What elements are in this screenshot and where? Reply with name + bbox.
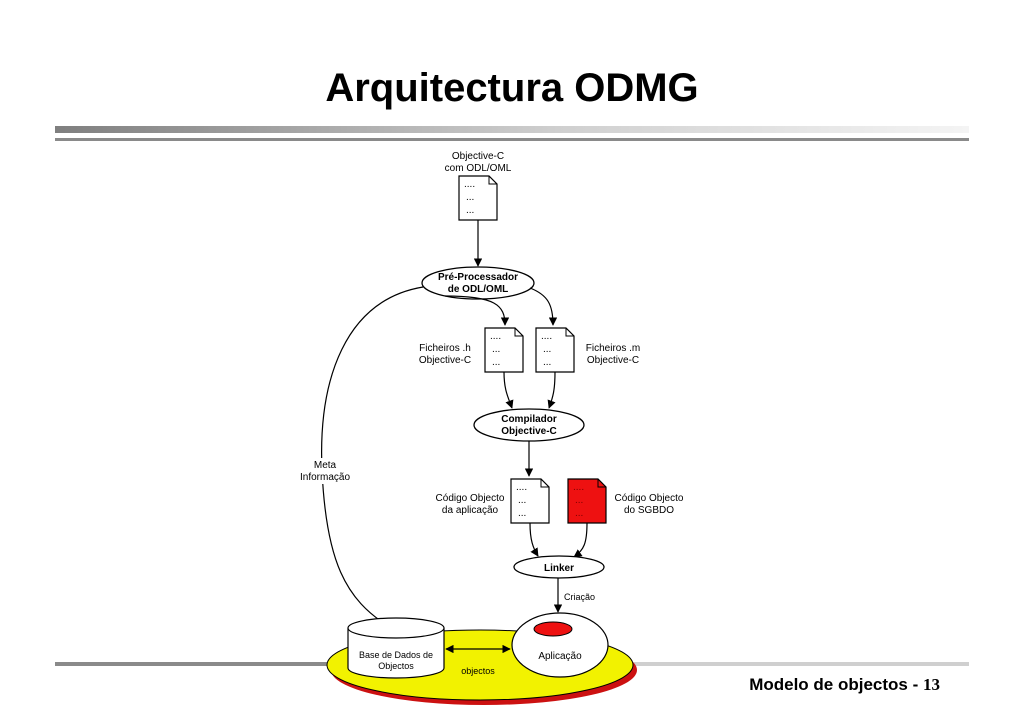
database-cylinder-icon <box>347 617 445 679</box>
svg-text:...: ... <box>492 357 500 368</box>
app-object-code-label-1: Código Objecto <box>436 493 505 504</box>
h-files-label-2: Objective-C <box>419 355 471 366</box>
m-files-label-2: Objective-C <box>587 355 639 366</box>
source-doc-label-1: Objective-C <box>452 151 504 162</box>
arrow-to-h-files <box>444 295 510 326</box>
arrow-m-to-compiler <box>547 371 556 409</box>
database-label-2: Objectos <box>378 661 414 671</box>
creation-label: Criação <box>564 592 595 602</box>
arrow-meta-information <box>321 286 424 628</box>
h-files-document-icon: .... ... ... <box>484 327 524 373</box>
page-number: 13 <box>923 675 940 694</box>
svg-text:....: .... <box>490 331 501 342</box>
footer-label: Modelo de objectos - <box>749 675 923 694</box>
svg-text:...: ... <box>575 508 583 519</box>
svg-text:...: ... <box>543 344 551 355</box>
dbms-object-code-label-2: do SGBDO <box>624 505 674 516</box>
doc-dots-1: .... <box>464 179 475 190</box>
svg-text:...: ... <box>492 344 500 355</box>
meta-label-bg <box>296 458 354 484</box>
app-object-code-label-2: da aplicação <box>442 505 499 516</box>
dbms-object-code-document-icon: .... ... ... <box>567 478 607 524</box>
svg-text:....: .... <box>541 331 552 342</box>
dbms-object-code-label-1: Código Objecto <box>615 493 684 504</box>
footer-rule <box>55 662 969 666</box>
objects-label: objectos <box>461 666 495 676</box>
svg-text:...: ... <box>575 495 583 506</box>
compiler-label-2: Objective-C <box>501 426 557 437</box>
svg-text:...: ... <box>518 508 526 519</box>
svg-text:....: .... <box>516 482 527 493</box>
linker-label: Linker <box>544 563 574 574</box>
m-files-document-icon: .... ... ... <box>535 327 575 373</box>
header-rule <box>55 126 969 141</box>
compiler-label-1: Compilador <box>501 414 557 425</box>
h-files-label-1: Ficheiros .h <box>419 343 471 354</box>
app-object-code-document-icon: .... ... ... <box>510 478 550 524</box>
preprocessor-node <box>421 266 535 300</box>
preprocessor-label-1: Pré-Processador <box>438 272 518 283</box>
arrow-h-to-compiler <box>503 371 514 409</box>
arrow-dbms-code-to-linker <box>573 522 588 558</box>
doc-dots-2: ... <box>466 192 474 203</box>
database-label-1: Base de Dados de <box>359 650 433 660</box>
linker-node <box>513 555 605 579</box>
arrow-to-m-files <box>529 287 558 326</box>
preprocessor-label-2: de ODL/OML <box>448 284 509 295</box>
footer: Modelo de objectos - 13 <box>749 675 940 695</box>
svg-text:....: .... <box>573 482 584 493</box>
source-document-icon: .... ... ... <box>458 175 498 221</box>
m-files-label-1: Ficheiros .m <box>586 343 640 354</box>
source-doc-label-2: com ODL/OML <box>445 163 512 174</box>
svg-text:...: ... <box>543 357 551 368</box>
arrow-app-code-to-linker <box>529 522 539 557</box>
meta-label-2: Informação <box>300 472 350 483</box>
application-label: Aplicação <box>538 651 582 662</box>
application-node <box>511 612 609 678</box>
svg-text:...: ... <box>518 495 526 506</box>
slide-title: Arquitectura ODMG <box>325 66 699 110</box>
meta-label-1: Meta <box>314 460 337 471</box>
doc-dots-3: ... <box>466 205 474 216</box>
